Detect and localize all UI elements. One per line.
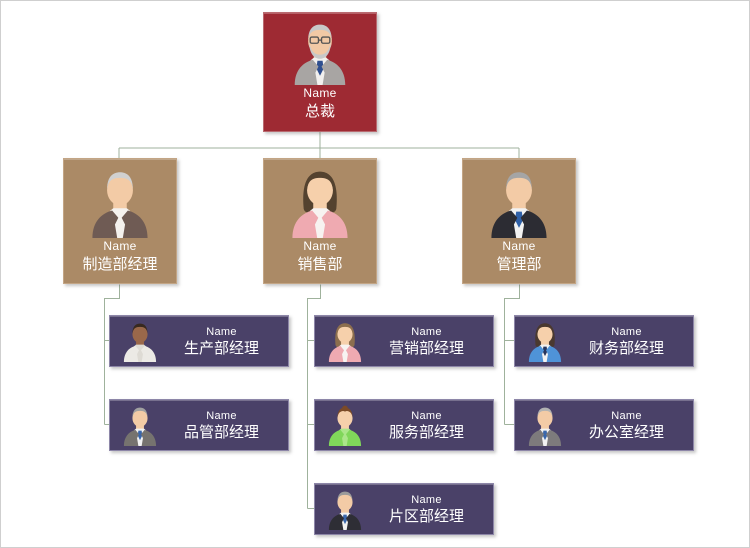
person-name: Name [103, 239, 137, 253]
person-avatar-icon [123, 323, 157, 362]
person-avatar-icon [328, 405, 362, 446]
org-node-manufacturing[interactable]: Name 制造部经理 [63, 158, 177, 284]
person-title: 总裁 [304, 103, 335, 120]
person-title: 品管部经理 [183, 423, 259, 441]
person-name: Name [206, 409, 237, 422]
org-node-quality[interactable]: Name 品管部经理 [109, 399, 289, 451]
person-avatar-icon [528, 407, 562, 446]
org-node-sales[interactable]: Name 销售部 [263, 158, 377, 284]
person-name: Name [502, 239, 536, 253]
person-avatar-icon [92, 172, 148, 238]
person-title: 片区部经理 [388, 507, 464, 525]
org-node-ceo[interactable]: Name 总裁 [263, 12, 377, 132]
person-avatar-icon [294, 24, 346, 85]
person-title: 生产部经理 [183, 339, 259, 357]
person-title: 销售部 [297, 256, 343, 273]
person-name: Name [411, 409, 442, 422]
person-name: Name [611, 325, 642, 338]
person-name: Name [611, 409, 642, 422]
connector-l1-l2 [118, 132, 520, 158]
person-title: 财务部经理 [588, 339, 664, 357]
org-node-production[interactable]: Name 生产部经理 [109, 315, 289, 367]
person-title: 管理部 [496, 256, 542, 273]
person-avatar-icon [491, 172, 547, 238]
person-avatar-icon [528, 323, 562, 362]
org-node-marketing[interactable]: Name 营销部经理 [314, 315, 494, 367]
person-name: Name [303, 86, 337, 100]
person-name: Name [206, 325, 237, 338]
org-node-service[interactable]: Name 服务部经理 [314, 399, 494, 451]
org-node-region[interactable]: Name 片区部经理 [314, 483, 494, 535]
person-avatar-icon [328, 323, 362, 362]
glasses-icon [309, 36, 331, 44]
org-node-finance[interactable]: Name 财务部经理 [514, 315, 694, 367]
person-title: 营销部经理 [388, 339, 464, 357]
person-title: 制造部经理 [82, 256, 158, 273]
org-node-office[interactable]: Name 办公室经理 [514, 399, 694, 451]
person-title: 服务部经理 [388, 423, 464, 441]
person-avatar-icon [292, 171, 348, 238]
org-node-admin[interactable]: Name 管理部 [462, 158, 576, 284]
person-avatar-icon [328, 491, 362, 530]
person-name: Name [411, 325, 442, 338]
person-name: Name [303, 239, 337, 253]
person-title: 办公室经理 [588, 423, 664, 441]
person-avatar-icon [123, 407, 157, 446]
person-name: Name [411, 493, 442, 506]
